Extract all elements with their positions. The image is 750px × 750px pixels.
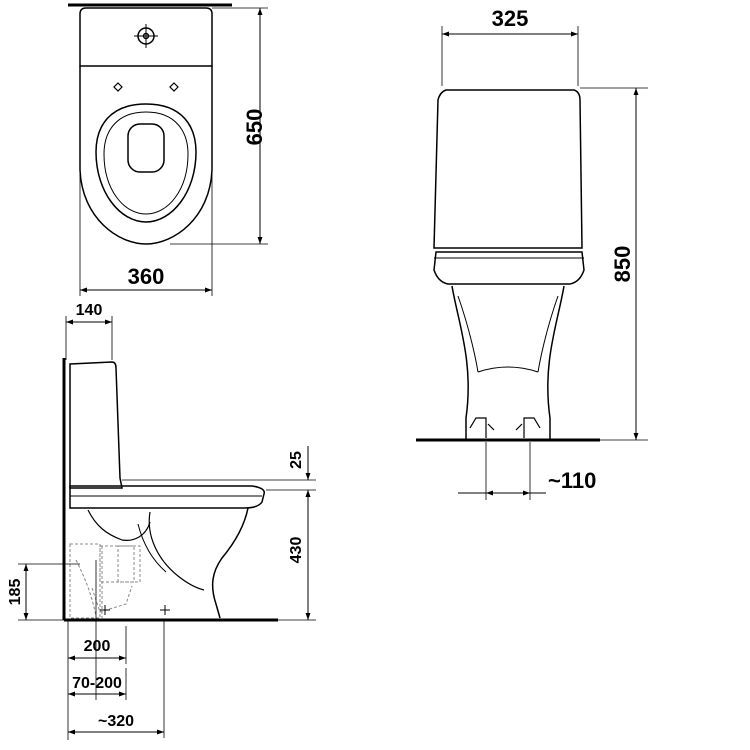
flush-button-icon (134, 24, 158, 48)
dim-140-label: 140 (76, 302, 103, 319)
front-view (416, 26, 648, 500)
dim-850-label: 850 (610, 246, 635, 283)
dim-650-label: 650 (242, 109, 267, 146)
front-view-pedestal-left (451, 285, 469, 440)
front-view-tank (433, 89, 583, 249)
dim-430-label: 430 (288, 537, 305, 564)
side-view-bowl-inner (148, 511, 205, 591)
top-view-bowl-outline (79, 66, 213, 245)
dim-185-label: 185 (7, 579, 24, 606)
top-view-bowl-inner (103, 111, 189, 215)
dim-360-label: 360 (128, 264, 165, 289)
side-view-tank (69, 361, 123, 489)
dim-70-200-label: 70-200 (72, 675, 122, 692)
dim-325-label: 325 (492, 6, 529, 31)
top-view-seat-outline (95, 103, 197, 223)
dim-200-label: 200 (84, 638, 111, 655)
side-view-bowl (211, 507, 249, 619)
top-view-tank-outline (79, 7, 213, 67)
dim-320-label: ~320 (98, 713, 134, 730)
side-view-trapway (87, 509, 151, 541)
dim-25-label: 25 (288, 451, 305, 469)
side-view (18, 316, 316, 740)
side-view-hidden-outlet (69, 543, 141, 619)
side-view-center-marks (100, 605, 170, 615)
front-view-seat (433, 251, 585, 285)
front-view-pedestal-right (547, 285, 565, 440)
top-view (68, 3, 268, 296)
top-view-water-opening (127, 123, 165, 173)
seat-hinge-icons (113, 82, 179, 92)
front-view-outlet-fittings (469, 417, 541, 438)
side-view-seat (69, 485, 265, 509)
dim-110-label: ~110 (548, 468, 596, 493)
